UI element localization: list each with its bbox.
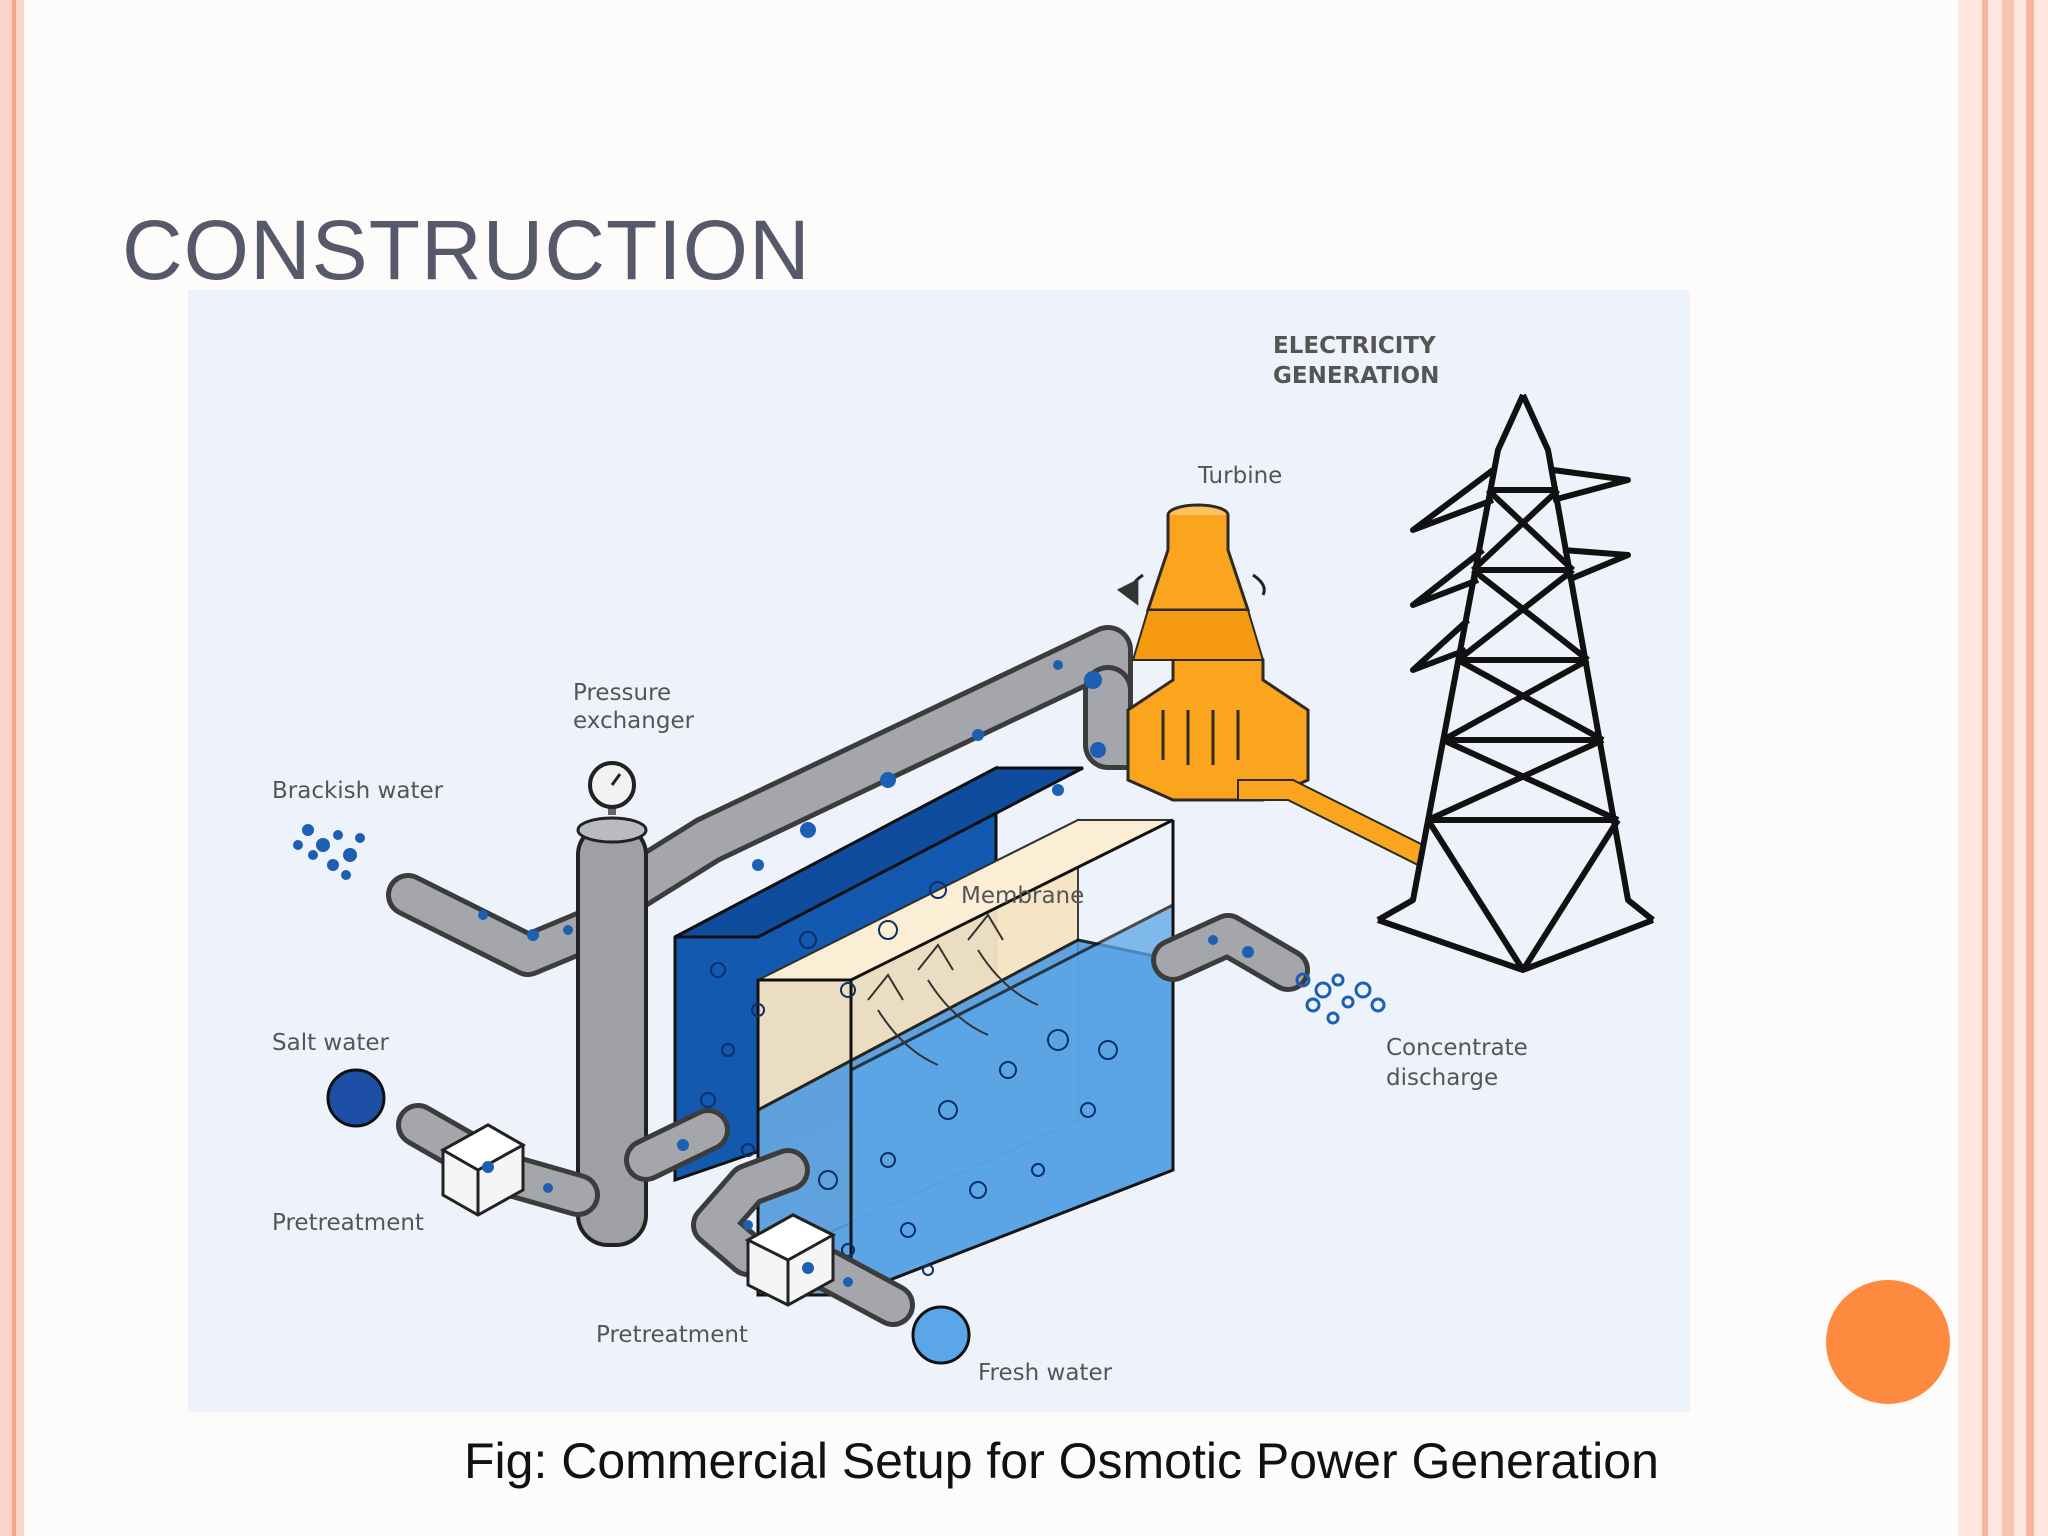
label-pretreatment-left: Pretreatment <box>272 1210 424 1236</box>
turbine <box>1116 503 1310 802</box>
slide-title: CONSTRUCTION <box>122 203 811 297</box>
label-concentrate-discharge-2: discharge <box>1386 1065 1498 1091</box>
accent-circle <box>1826 1280 1950 1404</box>
label-turbine: Turbine <box>1197 463 1282 489</box>
label-electricity-generation-2: GENERATION <box>1273 363 1439 389</box>
label-pressure-exchanger-1: Pressure <box>573 680 671 706</box>
label-concentrate-discharge-1: Concentrate <box>1386 1035 1528 1061</box>
membrane-flow-arrows <box>867 913 1039 1066</box>
figure-caption: Fig: Commercial Setup for Osmotic Power … <box>464 1433 1659 1489</box>
label-brackish-water: Brackish water <box>272 778 444 804</box>
pretreatment-bottom-unit <box>744 1213 837 1307</box>
concentrate-discharge-pipe <box>1151 913 1310 992</box>
pressure-exchanger <box>576 761 648 1247</box>
right-border-decoration <box>1958 0 2048 1536</box>
brackish-water-pipe <box>386 873 610 977</box>
label-electricity-generation-1: ELECTRICITY <box>1273 333 1436 359</box>
generator-link <box>1237 779 1425 867</box>
transmission-tower <box>1376 393 1655 973</box>
diagram-labels: ELECTRICITY GENERATION Turbine Pressure … <box>272 333 1528 1386</box>
diagram-svg: ELECTRICITY GENERATION Turbine Pressure … <box>272 333 1655 1386</box>
pipe-particles <box>478 660 1254 1287</box>
label-membrane: Membrane <box>961 883 1084 909</box>
tank-bubbles <box>700 881 1118 1276</box>
left-border-decoration <box>0 0 24 1536</box>
brackish-water-particles <box>293 824 365 880</box>
label-salt-water: Salt water <box>272 1030 389 1056</box>
concentrate-particles <box>1295 972 1386 1025</box>
label-pressure-exchanger-2: exchanger <box>573 708 695 734</box>
fresh-water-intake <box>691 1148 971 1365</box>
label-fresh-water: Fresh water <box>978 1360 1113 1386</box>
fresh-water-tank <box>756 818 1175 1298</box>
osmotic-power-diagram: ELECTRICITY GENERATION Turbine Pressure … <box>188 290 1690 1412</box>
label-pretreatment-bottom: Pretreatment <box>596 1322 748 1348</box>
